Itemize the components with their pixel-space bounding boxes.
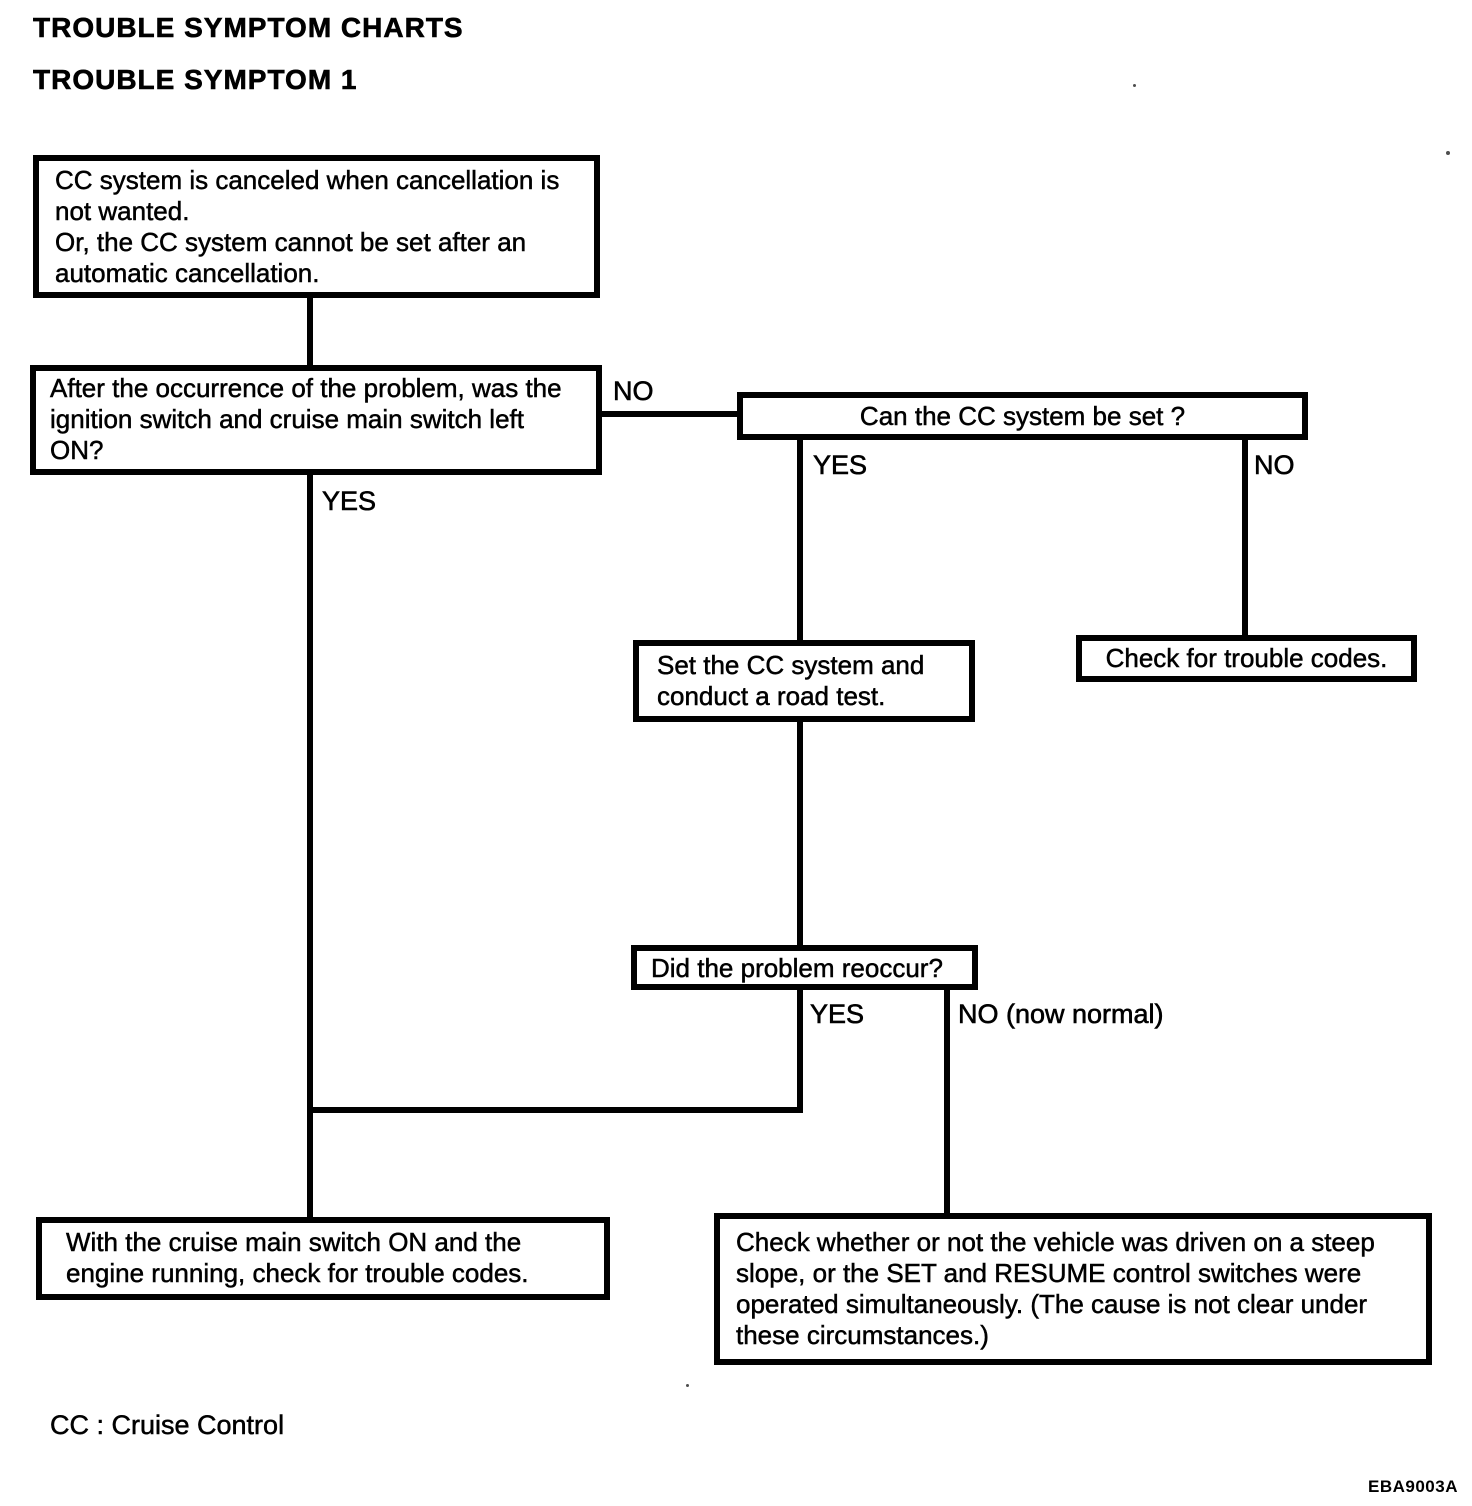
connector-can-set-yes-to-road-test: [797, 440, 803, 640]
connector-reoccur-yes-vertical: [797, 990, 803, 1113]
branch-label-ignition-no: NO: [613, 376, 654, 407]
connector-ignition-no-to-can-set: [602, 411, 737, 417]
scan-speck: [1133, 84, 1136, 87]
node-question-problem-reoccur: Did the problem reoccur?: [631, 945, 978, 990]
figure-code: EBA9003A: [1368, 1477, 1458, 1496]
branch-label-reoccur-yes: YES: [810, 999, 865, 1030]
branch-label-can-set-no: NO: [1254, 450, 1295, 481]
node-action-set-cc-road-test: Set the CC system and conduct a road tes…: [633, 640, 975, 722]
node-action-check-codes-engine-running: With the cruise main switch ON and the e…: [36, 1217, 610, 1300]
node-action-check-trouble-codes: Check for trouble codes.: [1076, 635, 1417, 682]
node-symptom-description: CC system is canceled when cancellation …: [33, 155, 600, 298]
page-subtitle: TROUBLE SYMPTOM 1: [33, 64, 358, 96]
connector-reoccur-no-to-steep-slope: [944, 990, 950, 1213]
connector-can-set-no-to-check-codes: [1242, 440, 1248, 635]
branch-label-reoccur-no: NO (now normal): [958, 999, 1164, 1030]
node-question-can-cc-be-set: Can the CC system be set ?: [737, 392, 1308, 440]
branch-label-ignition-yes: YES: [322, 486, 377, 517]
connector-ignition-yes-to-check-codes-engine: [307, 475, 313, 1217]
node-action-check-steep-slope: Check whether or not the vehicle was dri…: [714, 1213, 1432, 1365]
node-question-ignition-switch-left-on: After the occurrence of the problem, was…: [30, 365, 602, 475]
connector-symptom-to-ignition-question: [307, 298, 313, 365]
connector-road-test-to-reoccur-question: [797, 722, 803, 945]
abbreviation-note: CC : Cruise Control: [50, 1410, 285, 1441]
connector-reoccur-yes-join-horizontal: [307, 1107, 803, 1113]
scan-speck: [1446, 151, 1450, 155]
scan-speck: [686, 1384, 689, 1387]
page-title: TROUBLE SYMPTOM CHARTS: [33, 12, 464, 44]
branch-label-can-set-yes: YES: [813, 450, 868, 481]
